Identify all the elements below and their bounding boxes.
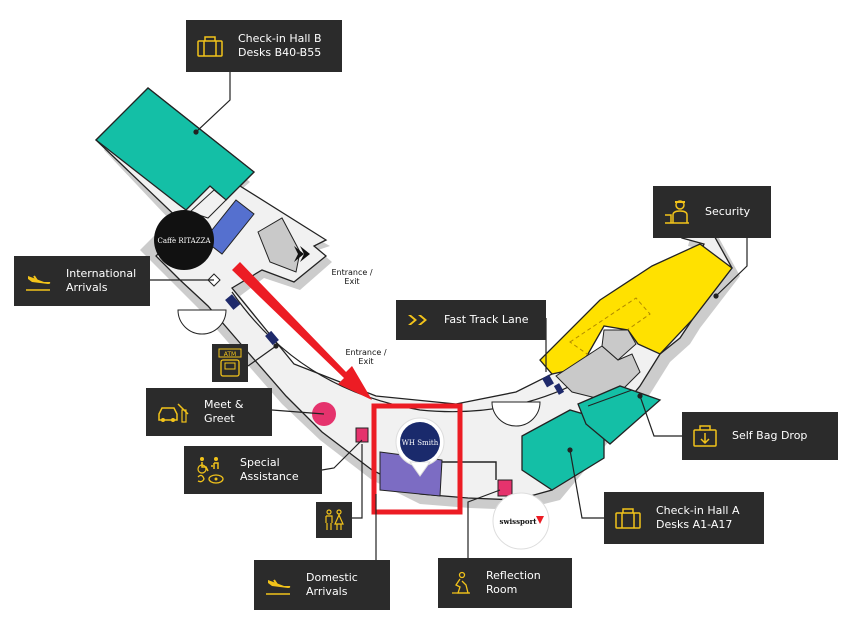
plane-landing-icon bbox=[24, 270, 52, 292]
wh-smith-pin: WH Smith bbox=[395, 417, 445, 477]
red-arrow bbox=[232, 262, 372, 400]
fast-track-marker bbox=[542, 374, 554, 388]
atm-label[interactable]: ATM bbox=[212, 344, 248, 382]
caffe-ritazza-logo bbox=[154, 210, 214, 270]
accessibility-icon bbox=[194, 455, 226, 485]
wh-smith-highlight bbox=[371, 403, 463, 515]
svg-text:Caffè RITAZZA: Caffè RITAZZA bbox=[157, 237, 211, 245]
plane-landing-icon bbox=[264, 574, 292, 596]
car-meet-icon bbox=[156, 400, 190, 424]
checkin-hall-a-area bbox=[521, 409, 605, 491]
security-area bbox=[539, 243, 733, 375]
checkin-hall-b-area bbox=[95, 87, 255, 211]
luggage-icon bbox=[196, 35, 224, 57]
svg-text:ATM: ATM bbox=[224, 351, 236, 358]
security-label[interactable]: Security bbox=[653, 186, 771, 238]
toilets-icon bbox=[325, 509, 344, 530]
entrance-label-lower: Entrance / Exit bbox=[345, 348, 387, 366]
swissport-logo: swissport bbox=[500, 517, 538, 526]
toilets-label[interactable] bbox=[316, 502, 352, 538]
luggage-icon bbox=[614, 507, 642, 529]
fast-track-label[interactable]: Fast Track Lane bbox=[396, 300, 546, 340]
svg-text:WH Smith: WH Smith bbox=[402, 439, 439, 447]
self-bag-drop-label[interactable]: Self Bag Drop bbox=[682, 412, 838, 460]
meet-greet-label[interactable]: Meet &Greet bbox=[146, 388, 272, 436]
prayer-icon bbox=[448, 571, 472, 595]
chevrons-right-icon bbox=[406, 313, 430, 327]
security-guard-icon bbox=[663, 199, 691, 225]
entrance-arrow-icon bbox=[294, 246, 310, 262]
atm-icon: ATM bbox=[218, 348, 242, 377]
blue-zone bbox=[203, 199, 255, 255]
bag-drop-icon bbox=[692, 424, 718, 448]
entrance-label-upper: Entrance / Exit bbox=[331, 268, 373, 286]
